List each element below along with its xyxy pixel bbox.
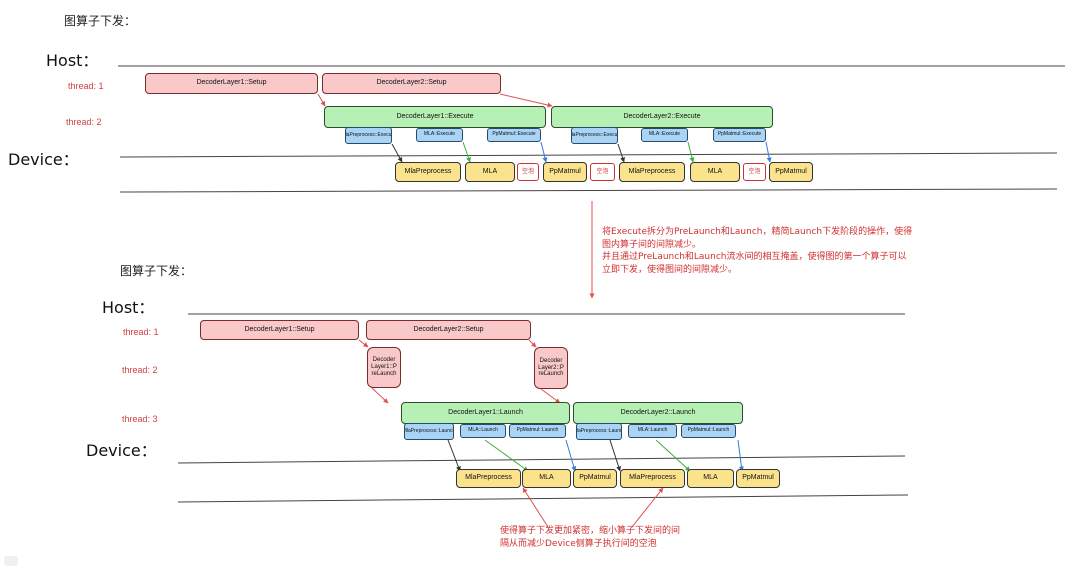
bottom-arrow-setup2-pre2 [528,339,537,348]
bottom-title: 图算子下发： [120,264,193,278]
top-device-line-bottom [119,188,1058,193]
bottom-setup-1: DecoderLayer1::Setup [200,320,359,340]
bottom-arrow-mlapre2 [609,439,621,472]
top-op-mlapre-1: MlaPreprocess::Execute [345,127,392,144]
bottom-note: 使得算子下发更加紧密，缩小算子下发间的间 隔从而减少Device侧算子执行间的空… [500,525,740,550]
top-dev-mla-1: MLA [465,162,515,182]
top-thread-2-label: thread: 2 [66,117,102,127]
bottom-note-arrow-right [631,487,664,528]
bottom-dev-mlapre-1: MlaPreprocess [456,469,521,488]
bottom-arrow-pp2 [737,439,744,472]
top-setup-1: DecoderLayer1::Setup [145,73,318,94]
bottom-prelaunch-1: Decoder Layer1::P reLaunch [367,347,401,388]
bottom-op-pp-2: PpMatmul::Launch [681,424,736,438]
bottom-dev-mla-1: MLA [522,469,571,488]
bottom-arrow-mla2 [655,439,691,472]
bottom-arrow-setup1-pre1 [358,339,369,348]
top-op-pp-2: PpMatmul::Execute [713,128,766,142]
bottom-prelaunch-2: Decoder Layer2::P reLaunch [534,347,568,389]
middle-note-line-2: 图内算子间的间隙减少。 [602,239,702,250]
top-op-mla-1: MLA::Execute [416,128,463,142]
bottom-arrow-pp1 [565,439,577,472]
bottom-arrow-pre1-launch1 [371,387,389,404]
bottom-dev-pp-2: PpMatmul [736,469,780,488]
bottom-launch-1: DecoderLayer1::Launch [401,402,570,424]
top-arrow-pp2 [765,141,772,163]
top-arrow-pp1 [540,141,548,163]
bottom-host-label: Host： [102,298,155,317]
bottom-launch-2: DecoderLayer2::Launch [573,402,743,424]
top-title: 图算子下发： [64,14,137,28]
middle-note-line-4: 立即下发，使得图间的间隙减少。 [602,264,738,275]
top-device-line [119,152,1058,158]
middle-note: 将Execute拆分为PreLaunch和Launch，精简Launch下发阶段… [602,226,1002,276]
bottom-device-line [177,455,906,464]
corner-handle [4,556,18,566]
bottom-op-mlapre-1: MlaPreprocess::Launch [404,423,454,440]
bottom-arrow-mla1 [484,439,529,472]
top-dev-mlapre-2: MlaPreprocess [619,162,685,182]
top-arrow-mla1 [462,141,471,163]
top-arrow-setup2-execute2 [499,93,553,108]
bottom-dev-mlapre-2: MlaPreprocess [620,469,685,488]
top-arrow-mlapre1 [391,143,403,163]
top-arrow-mla2 [687,141,695,163]
top-arrow-mlapre2 [617,143,625,163]
bottom-thread-3-label: thread: 3 [122,414,158,424]
bottom-op-mlapre-2: MlaPreprocess::Launch [576,423,622,440]
middle-note-line-3: 并且通过PreLaunch和Launch流水间的相互掩盖，使得图的第一个算子可以 [602,252,907,263]
bottom-dev-pp-1: PpMatmul [573,469,617,488]
top-execute-2: DecoderLayer2::Execute [551,106,773,128]
bottom-thread-1-label: thread: 1 [123,327,159,337]
bottom-note-line-2: 隔从而减少Device侧算子执行间的空泡 [500,538,657,549]
bottom-note-line-1: 使得算子下发更加紧密，缩小算子下发间的间 [500,526,681,536]
top-dev-pp-2: PpMatmul [769,162,813,182]
top-setup-2: DecoderLayer2::Setup [322,73,501,94]
top-dev-pp-1: PpMatmul [543,162,587,182]
top-execute-1: DecoderLayer1::Execute [324,106,546,128]
top-op-mla-2: MLA::Execute [641,128,688,142]
bottom-device-line-bottom [177,494,909,503]
middle-note-line-1: 将Execute拆分为PreLaunch和Launch，精简Launch下发阶段… [602,227,913,237]
bottom-setup-2: DecoderLayer2::Setup [366,320,531,340]
bottom-arrow-pre2-launch2 [540,388,561,404]
bottom-op-pp-1: PpMatmul::Launch [509,424,566,438]
top-dev-bubble-3: 空泡 [743,163,766,181]
bottom-thread-2-label: thread: 2 [122,365,158,375]
top-dev-mlapre-1: MlaPreprocess [395,162,461,182]
bottom-note-arrow-left [522,487,549,528]
top-thread-1-label: thread: 1 [68,81,104,91]
top-dev-bubble-1: 空泡 [517,163,539,181]
bottom-op-mla-1: MLA::Launch [460,424,506,438]
bottom-arrow-mlapre1 [447,439,461,472]
bottom-device-label: Device： [86,441,157,460]
top-host-label: Host： [46,51,99,70]
top-arrow-setup1-execute1 [317,93,326,107]
top-op-pp-1: PpMatmul::Execute [487,128,541,142]
top-dev-bubble-2: 空泡 [590,163,615,181]
top-device-label: Device： [8,150,79,169]
top-dev-mla-2: MLA [690,162,740,182]
top-op-mlapre-2: MlaPreprocess::Execute [571,127,618,144]
bottom-op-mla-2: MLA::Launch [628,424,677,438]
bottom-dev-mla-2: MLA [687,469,734,488]
